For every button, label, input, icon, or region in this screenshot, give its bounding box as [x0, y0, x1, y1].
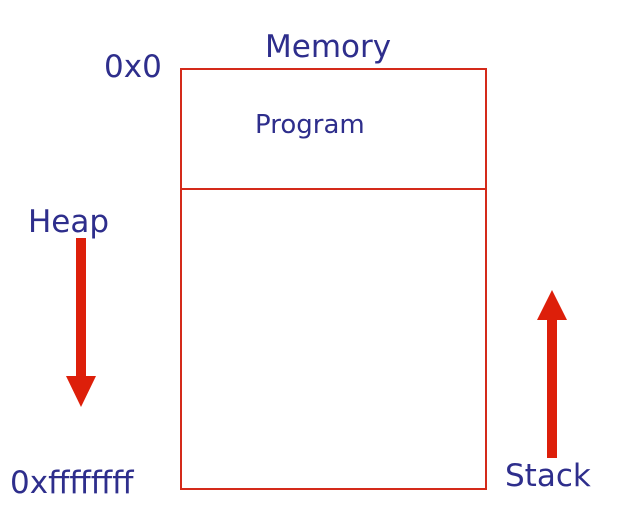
- start-address-label: 0x0: [104, 49, 162, 85]
- memory-block: [180, 68, 487, 490]
- program-section-label: Program: [255, 110, 365, 140]
- memory-title: Memory: [265, 29, 392, 65]
- program-section-divider: [182, 188, 485, 190]
- stack-growth-arrow-up-icon: [537, 290, 567, 458]
- end-address-label: 0xffffffff: [10, 465, 134, 501]
- stack-label: Stack: [505, 458, 591, 494]
- heap-label: Heap: [28, 204, 110, 240]
- heap-growth-arrow-down-icon: [66, 238, 96, 407]
